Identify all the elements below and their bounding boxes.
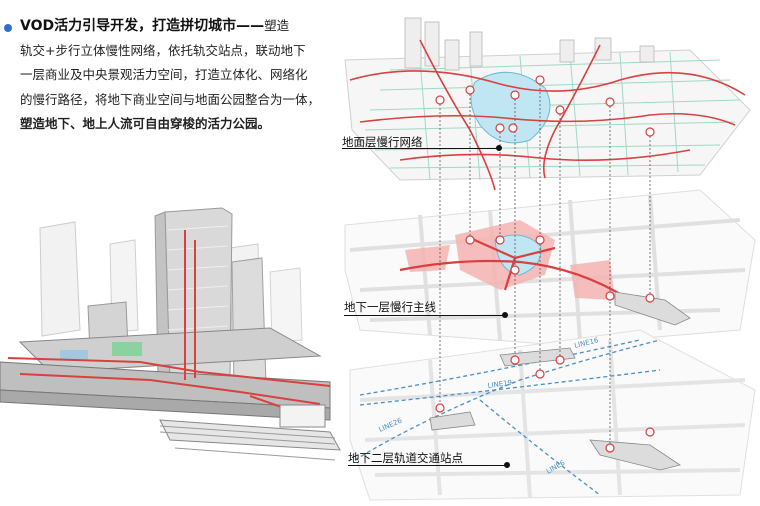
ghost-building (39, 221, 81, 337)
intro-line-3: 的慢行路径，将地下商业空间与地面公园整合为一体， (20, 91, 321, 107)
intro-headline: VOD活力引导开发，打造拼切城市—— (20, 18, 265, 34)
commerce-west (405, 245, 450, 272)
intro-line-2: 一层商业及中央景观活力空间，打造立体化、网络化 (20, 67, 308, 82)
node-markers (435, 75, 655, 453)
bullet-icon (4, 24, 12, 32)
metro-line-16 (359, 339, 641, 396)
second-tower (231, 257, 267, 389)
leader-dot (496, 145, 502, 151)
metro-line-26 (354, 339, 661, 461)
station-b (429, 411, 476, 431)
section-floor-lower (0, 389, 331, 421)
leader-dot (504, 462, 510, 468)
blue-roof (60, 350, 88, 360)
ghost-building (269, 267, 303, 343)
label-ground-layer: 地面层慢行网络 (342, 135, 423, 149)
green-roof (112, 342, 142, 356)
leader-line (344, 315, 504, 316)
b1-layer (344, 189, 756, 346)
label-b2-layer: 地下二层轨道交通站点 (348, 451, 463, 465)
b1-park (494, 234, 542, 276)
intro-line-1: 轨交+步行立体慢性网络，依托轨交站点，联动地下 (20, 42, 306, 58)
leader-line (342, 148, 498, 149)
ground-layer (344, 17, 751, 191)
leader-dot (502, 312, 508, 318)
metro-line-6 (479, 399, 601, 496)
connectors (439, 80, 651, 448)
intro-text: VOD活力引导开发，打造拼切城市——塑造 轨交+步行立体慢性网络，依托轨交站点，… (20, 14, 342, 137)
metro-platform (159, 419, 341, 451)
b2-layer (349, 329, 756, 501)
metro-line-19 (359, 369, 661, 406)
intro-line-4: 塑造地下、地上人流可自由穿梭的活力公园。 (20, 116, 271, 131)
section-illustration (0, 207, 341, 461)
label-line19: LINE19 (487, 379, 512, 390)
intro-line-0: 塑造 (264, 18, 290, 33)
leader-line (348, 465, 506, 466)
station-block (279, 404, 326, 428)
label-b1-layer: 地下一层慢行主线 (344, 300, 436, 314)
